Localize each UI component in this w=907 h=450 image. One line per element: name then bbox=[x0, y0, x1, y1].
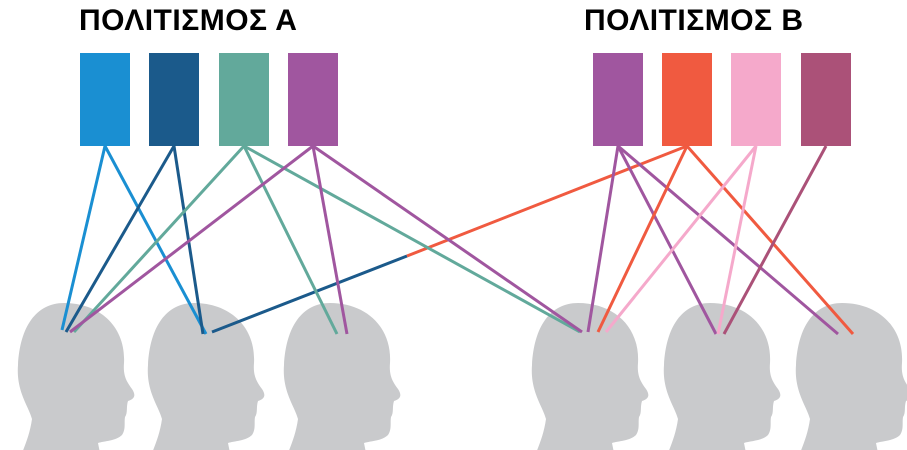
connection-line bbox=[586, 145, 620, 333]
connection-line bbox=[60, 145, 107, 331]
person-head bbox=[663, 303, 781, 450]
connection-line bbox=[722, 145, 828, 335]
trait-block-a0 bbox=[80, 53, 130, 146]
connection-line bbox=[616, 145, 718, 335]
person-head bbox=[283, 303, 401, 450]
connection-line bbox=[604, 145, 758, 333]
trait-block-b2 bbox=[731, 53, 781, 146]
culture-b-title: ΠΟΛΙΤΙΣΜΟΣ Β bbox=[584, 4, 804, 37]
person-heads bbox=[17, 303, 907, 450]
connection-line bbox=[211, 254, 408, 334]
connection-line bbox=[242, 145, 339, 335]
connection-line bbox=[716, 145, 758, 335]
trait-block-a3 bbox=[288, 53, 338, 146]
connection-line bbox=[64, 145, 176, 333]
person-head bbox=[795, 303, 907, 450]
trait-block-b1 bbox=[662, 53, 712, 146]
trait-block-b3 bbox=[801, 53, 851, 146]
connection-line bbox=[312, 144, 583, 334]
trait-block-b0 bbox=[593, 53, 643, 146]
connection-line bbox=[596, 145, 689, 333]
trait-block-a2 bbox=[219, 53, 269, 146]
trait-block-a1 bbox=[149, 53, 199, 146]
connection-line bbox=[311, 145, 349, 335]
culture-a-title: ΠΟΛΙΤΙΣΜΟΣ Α bbox=[79, 4, 298, 37]
connection-line bbox=[617, 144, 839, 336]
trait-blocks bbox=[80, 53, 851, 146]
connection-lines bbox=[60, 144, 855, 336]
connection-line bbox=[685, 145, 855, 335]
connection-line bbox=[243, 144, 581, 334]
connection-line bbox=[103, 145, 208, 335]
person-head bbox=[17, 303, 135, 450]
connection-line bbox=[69, 144, 314, 334]
connection-line bbox=[72, 144, 246, 334]
person-head bbox=[147, 303, 265, 450]
